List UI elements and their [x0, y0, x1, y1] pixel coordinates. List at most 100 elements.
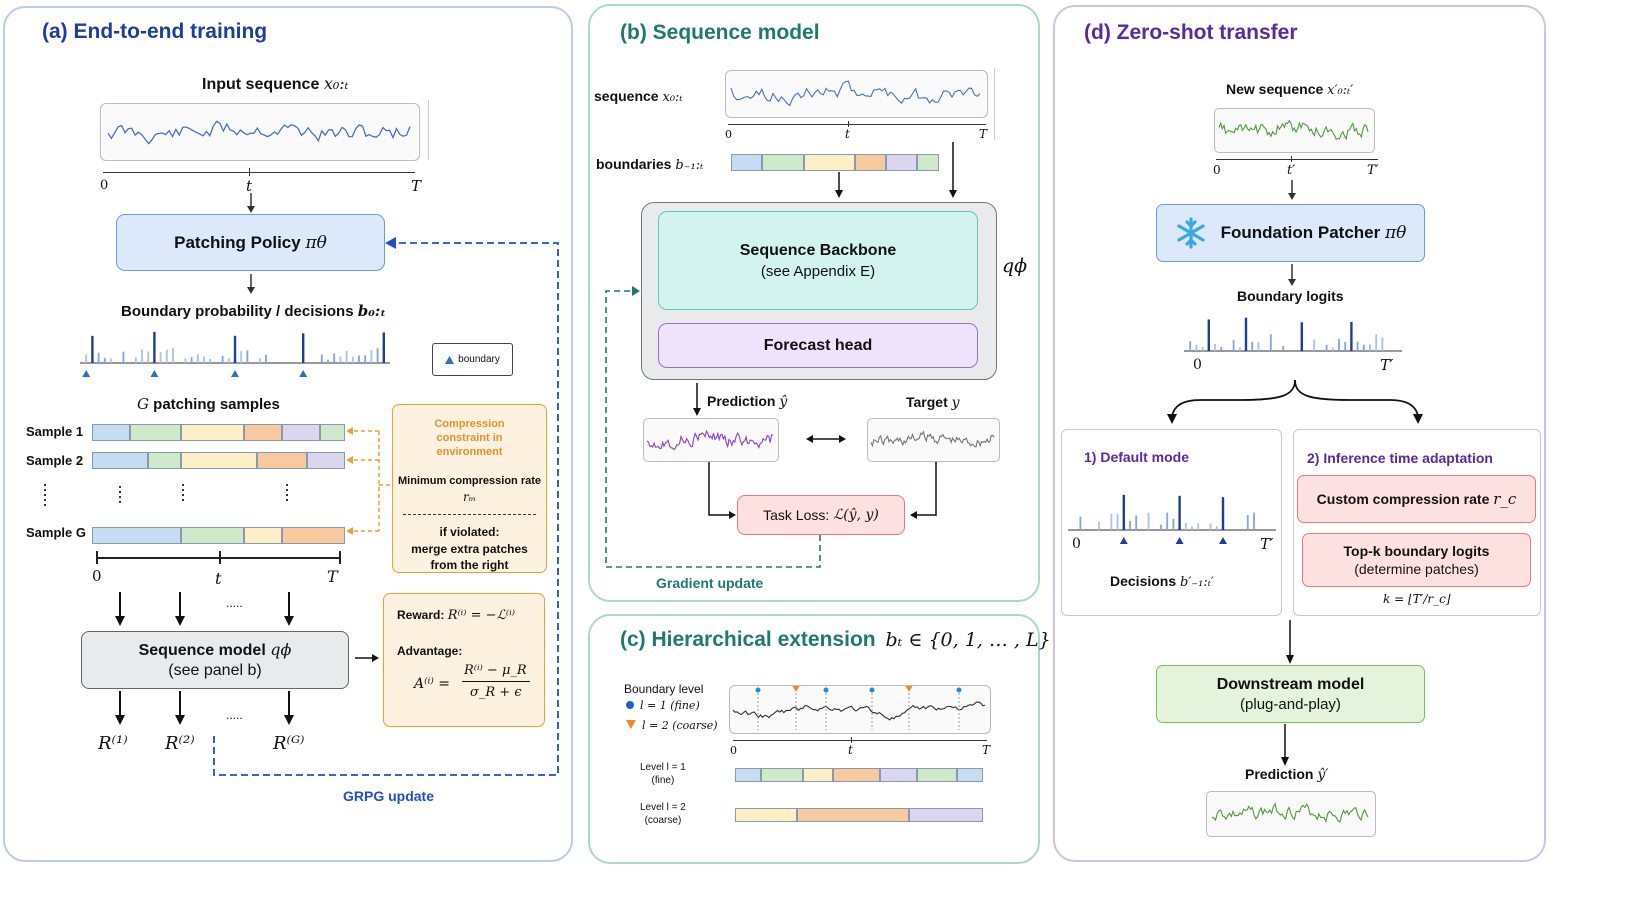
reward-2: R⁽²⁾ [165, 733, 195, 754]
boundary-level-legend-title: Boundary level [624, 682, 704, 696]
hierarchical-axis [733, 740, 987, 741]
advantage-lhs: A⁽ⁱ⁾ = [414, 676, 450, 692]
sequence-model-box: Sequence model qϕ (see panel b) [81, 631, 349, 689]
split-brace [1167, 379, 1423, 424]
sequence-backbone-box: Sequence Backbone (see Appendix E) [658, 211, 978, 310]
series-line [107, 120, 411, 145]
boundary-triangle-icon [299, 370, 308, 377]
axis-tick [219, 551, 221, 564]
plot-right-shadow [428, 100, 429, 160]
legend-fine: l = 1 (fine) [626, 699, 700, 712]
panel-a-title: (a) End-to-end training [42, 20, 268, 43]
input-axis [103, 172, 415, 173]
fine-boundary-dot-icon [956, 687, 962, 693]
axis-label-t: t [246, 177, 253, 195]
axis-label-t: t [845, 127, 850, 141]
axis-tick [249, 168, 250, 176]
new-sequence-line [1218, 119, 1369, 141]
patch-segment [320, 424, 345, 441]
boundary-triangle-icon [231, 370, 239, 377]
boundaries-label: boundaries b₋₁:ₜ [596, 156, 704, 173]
prediction-d-label: Prediction ŷ′ [1245, 766, 1329, 783]
axis-label-T: T [979, 127, 988, 141]
arrows-to-rewards [115, 691, 294, 725]
forecast-head-box: Forecast head [658, 323, 978, 368]
arrow-to-policy [247, 193, 255, 213]
constraint-min-rate: Minimum compression rate rₘ [397, 475, 542, 504]
top-k-box: Top-k boundary logits (determine patches… [1302, 533, 1531, 587]
axis-label-t: t [215, 569, 222, 588]
prediction-d-line [1211, 802, 1369, 824]
patch-segment [917, 768, 957, 782]
axis-tick [339, 551, 341, 564]
fine-boundary-dot-icon [869, 687, 875, 693]
arrow-to-reward [355, 654, 379, 662]
gradient-update-loop [605, 286, 821, 568]
custom-rate-box: Custom compression rate r_c [1297, 475, 1536, 523]
patch-segment [130, 424, 181, 441]
arrows-to-task-loss [708, 462, 937, 519]
coarse-triangle-icon [626, 720, 636, 729]
arrow-to-boundary [247, 274, 255, 294]
arrows-to-backbone [835, 142, 957, 198]
default-mode-title: 1) Default mode [1084, 449, 1190, 465]
patch-segment [181, 424, 244, 441]
axis-label-0: 0 [1213, 163, 1221, 177]
sample-axis [96, 557, 340, 559]
coarse-patch-segment [735, 808, 797, 822]
sample-1-label: Sample 1 [26, 424, 84, 439]
axis-label-T: T′ [1367, 163, 1379, 178]
axis-label-0: 0 [1193, 357, 1202, 373]
patch-segment [282, 527, 345, 544]
patch-segment [886, 154, 917, 171]
arrow-to-logits [1288, 264, 1296, 286]
constraint-title: Compression constraint in environment [434, 418, 505, 458]
axis-label-T: T′ [1260, 535, 1274, 553]
coarse-boundary-triangle-icon [792, 686, 800, 692]
boundary-triangle-icon [1119, 537, 1128, 544]
sample-G-label: Sample G [26, 525, 86, 540]
sequence-axis [728, 124, 986, 125]
k-formula: k = ⌊T′/r_c⌋ [1383, 592, 1451, 606]
panel-c [588, 614, 1040, 864]
arrow-to-downstream [1286, 620, 1294, 664]
compression-constraint-box: Compression constraint in environment Mi… [392, 404, 547, 573]
axis-tick [848, 121, 849, 127]
boundary-triangle-icon [1219, 537, 1227, 544]
series-line [870, 430, 995, 448]
fine-boundary-dot-icon [755, 687, 761, 693]
patch-segment [282, 424, 320, 441]
task-loss-box: Task Loss: ℒ(ŷ, y) [737, 495, 905, 535]
axis-label-T: T′ [1380, 356, 1394, 374]
grpg-update-label: GRPG update [343, 788, 435, 804]
patch-segment [804, 154, 855, 171]
hierarchical-plot [729, 685, 991, 734]
snowflake-icon [1176, 217, 1205, 249]
patch-segment [92, 527, 181, 544]
patch-segment [257, 452, 307, 469]
downstream-model-box: Downstream model (plug-and-play) [1156, 665, 1425, 723]
axis-label-0: 0 [730, 744, 737, 757]
panel-b-title: (b) Sequence model [620, 21, 820, 44]
prediction-label: Prediction ŷ [707, 393, 788, 410]
patch-segment [244, 527, 282, 544]
patch-segment [762, 154, 804, 171]
axis-label-0: 0 [92, 567, 102, 585]
constraint-if: if violated: [439, 525, 500, 539]
foundation-patcher-box: Foundation Patcher πθ [1156, 204, 1425, 262]
axis-label-T: T [327, 567, 338, 586]
level-1-label: Level l = 1(fine) [640, 762, 686, 786]
fine-dot-icon [626, 701, 634, 709]
patch-segment [735, 768, 762, 782]
axis-tick [96, 551, 98, 564]
axis-tick [851, 737, 852, 743]
patch-segment [761, 768, 803, 782]
new-sequence-label: New sequence x′₀:ₜ′ [1226, 81, 1354, 98]
double-arrow [806, 435, 846, 443]
boundary-triangle-icon [1175, 537, 1184, 544]
patch-segment [148, 452, 181, 469]
adaptation-title: 2) Inference time adaptation [1307, 450, 1493, 466]
axis-label-t: t [848, 743, 853, 757]
patch-segment [181, 527, 244, 544]
decisions-label: Decisions b′₋₁:ₜ′ [1110, 573, 1214, 590]
